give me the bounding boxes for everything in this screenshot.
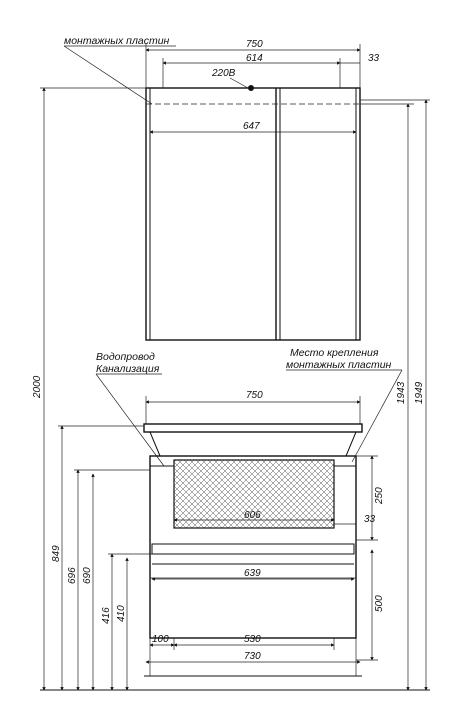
mirror-width-label: 750 [246, 39, 263, 50]
sink-width-label: 750 [246, 390, 263, 401]
height-1949-label: 1949 [414, 381, 425, 404]
mirror-inner-label: 614 [246, 53, 263, 64]
shelf-width-label: 639 [244, 568, 261, 579]
water-note-1: Водопровод [96, 351, 155, 363]
height-2000-label: 2000 [32, 375, 43, 399]
mount-note-1: Место крепления [290, 347, 379, 359]
mirror-panel-label: 647 [243, 121, 260, 132]
mirror-offset-label: 33 [368, 53, 380, 64]
vanity [143, 396, 363, 677]
height-416-label: 416 [101, 607, 112, 624]
base-width-label: 730 [244, 651, 261, 662]
mirror-dimensions [145, 44, 361, 134]
height-696-label: 696 [67, 567, 78, 584]
vanity-dimensions [145, 518, 361, 664]
height-410-label: 410 [116, 605, 127, 622]
height-690-label: 690 [82, 567, 93, 584]
basket-offset-label: 33 [364, 514, 376, 525]
height-849-label: 849 [51, 545, 62, 562]
socket-label: 220В [211, 68, 236, 79]
top-mount-note: монтажных пластин [64, 35, 170, 47]
mount-note-2: монтажных пластин [286, 359, 392, 371]
leg-span-label: 530 [244, 634, 261, 645]
leg-gap-label: 100 [152, 634, 169, 645]
water-note-2: Канализация [96, 363, 160, 375]
basket-mesh [173, 459, 335, 529]
mirror-cabinet [145, 85, 361, 341]
height-250-label: 250 [374, 487, 385, 505]
top-mount-leader [63, 45, 176, 105]
socket-icon [248, 85, 254, 91]
height-500-label: 500 [374, 595, 385, 612]
height-1943-label: 1943 [396, 381, 407, 404]
height-dimensions [40, 87, 430, 691]
basket-width-label: 606 [244, 510, 261, 521]
